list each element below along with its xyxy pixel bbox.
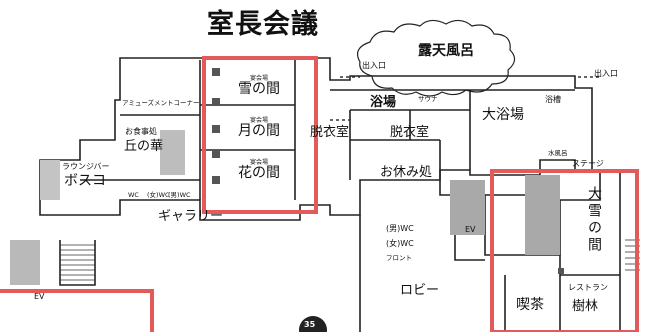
- label-wc-women: (女)WC: [386, 239, 414, 248]
- room-hana-caption: 宴会場: [249, 159, 268, 166]
- label-deiriguchi-left: 出入口: [362, 61, 386, 70]
- label-datsuiko-left: 脱衣室: [310, 125, 350, 140]
- label-oka-no-hana: 丘の華: [124, 139, 164, 154]
- label-sauna: サウナ: [418, 95, 438, 103]
- label-daiyokujo: 大浴場: [482, 107, 524, 123]
- label-ev-right: EV: [465, 225, 476, 234]
- label-roten: 露天風呂: [418, 43, 474, 59]
- label-kissa: 喫茶: [516, 297, 544, 313]
- building-walls: [39, 57, 621, 332]
- label-deiriguchi-right: 出入口: [594, 69, 618, 78]
- highlight-left-partial: [0, 289, 154, 332]
- hatched-block-d: [160, 130, 185, 175]
- room-tsuki-name: 月の間: [238, 123, 280, 140]
- hatched-block-b: [450, 180, 485, 235]
- label-gallery: ギャラリー: [158, 209, 224, 224]
- highlight-stage-area: [490, 169, 639, 332]
- label-juurin: 樹林: [572, 299, 599, 314]
- hatched-block-c: [525, 175, 560, 255]
- label-front: フロント: [386, 254, 412, 262]
- hatched-block-e: [40, 160, 60, 200]
- room-yuki: 宴会場 雪の間: [234, 75, 284, 98]
- hatched-block-a: [10, 240, 40, 285]
- label-wc-women-small: (女)WC: [147, 191, 170, 199]
- label-oyasumi: お休み処: [380, 165, 433, 180]
- stairs-left: [60, 244, 95, 281]
- roten-cloud: [357, 19, 516, 97]
- label-yokujo: 浴場: [370, 95, 397, 110]
- highlight-meeting-rooms: [202, 56, 318, 214]
- room-yuki-caption: 宴会場: [249, 75, 268, 82]
- label-datsuiko-right: 脱衣室: [390, 125, 430, 140]
- label-daisetsu: 大雪の間: [586, 186, 602, 254]
- room-yuki-name: 雪の間: [238, 81, 280, 98]
- boundary-dashes: [330, 76, 600, 121]
- pillars: [212, 68, 564, 274]
- label-wc-general: WC: [128, 191, 139, 199]
- label-mizuburo: 水風呂: [548, 149, 568, 157]
- room-tsuki: 宴会場 月の間: [234, 117, 284, 140]
- label-wc-men-small: (男)WC: [168, 191, 191, 199]
- floor-number-circle: [299, 316, 327, 332]
- label-lounge-caption: ラウンジバー: [62, 162, 110, 171]
- room-hana-name: 花の間: [238, 165, 280, 182]
- label-yokuso: 浴槽: [545, 95, 561, 104]
- label-floor-number: 35: [304, 320, 316, 329]
- label-ev-left: EV: [34, 292, 45, 301]
- room-tsuki-caption: 宴会場: [249, 117, 268, 124]
- label-lobby: ロビー: [400, 283, 440, 298]
- label-wc-men: (男)WC: [386, 224, 414, 233]
- label-stage: ステージ: [572, 159, 604, 168]
- label-oyakusha: お食事処: [125, 127, 157, 136]
- label-amusement: アミューズメントコーナー: [122, 99, 200, 107]
- label-bosco: ボスコ: [64, 173, 106, 189]
- room-hana: 宴会場 花の間: [234, 159, 284, 182]
- map-title: 室長会議: [207, 9, 319, 40]
- label-restaurant: レストラン: [568, 283, 608, 292]
